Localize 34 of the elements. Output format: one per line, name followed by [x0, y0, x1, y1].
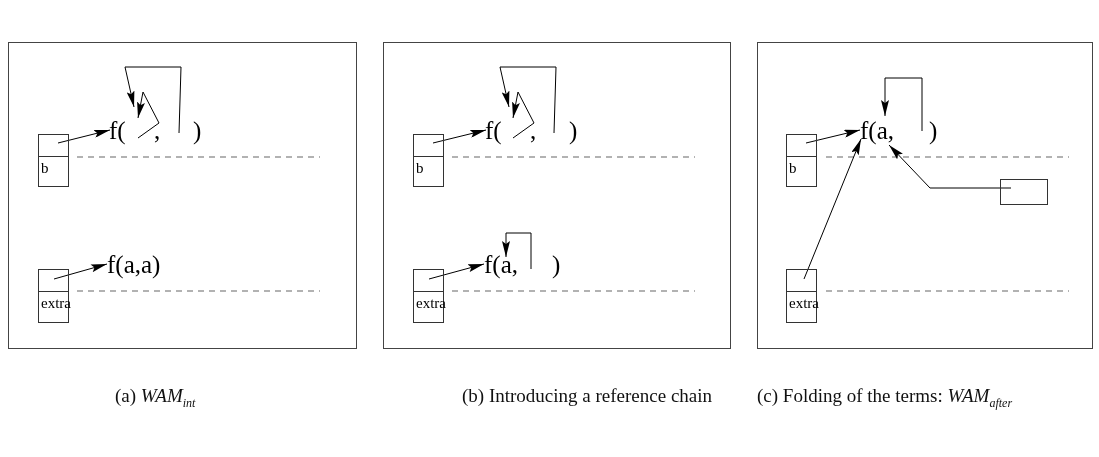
arrow [499, 66, 557, 134]
caption: (a) WAM$_{int}$ [115, 384, 197, 412]
term-text: ) [552, 251, 561, 279]
memory-cell [786, 134, 817, 187]
cell-label: b [789, 159, 797, 177]
caption: (c) Folding of the terms: WAM$_{after}$ [757, 384, 1014, 412]
caption: (b) Introducing a reference chain [462, 384, 714, 408]
term-text: f( [485, 117, 502, 145]
cell-label: b [416, 159, 424, 177]
term-text: ) [929, 117, 938, 145]
arrow [124, 66, 182, 134]
term-text: f( [109, 117, 126, 145]
arrow [502, 232, 532, 270]
cell-label: b [41, 159, 49, 177]
arrow [57, 129, 111, 144]
term-text: , [530, 117, 537, 145]
heap-cell [1000, 179, 1048, 205]
memory-cell [413, 134, 444, 187]
arrow [428, 263, 485, 280]
arrow [137, 91, 160, 139]
arrow [888, 144, 1012, 189]
arrow [805, 129, 861, 144]
term-text: f(a, [860, 117, 894, 145]
memory-cell [38, 134, 69, 187]
arrow [432, 129, 487, 144]
arrow [881, 77, 923, 132]
term-text: , [154, 117, 161, 145]
term-text: ) [569, 117, 578, 145]
term-text: f(a,a) [107, 251, 161, 279]
term-text: ) [193, 117, 202, 145]
arrow [53, 263, 108, 280]
arrow [512, 91, 535, 139]
arrow [803, 138, 862, 280]
term-text: f(a, [484, 251, 518, 279]
